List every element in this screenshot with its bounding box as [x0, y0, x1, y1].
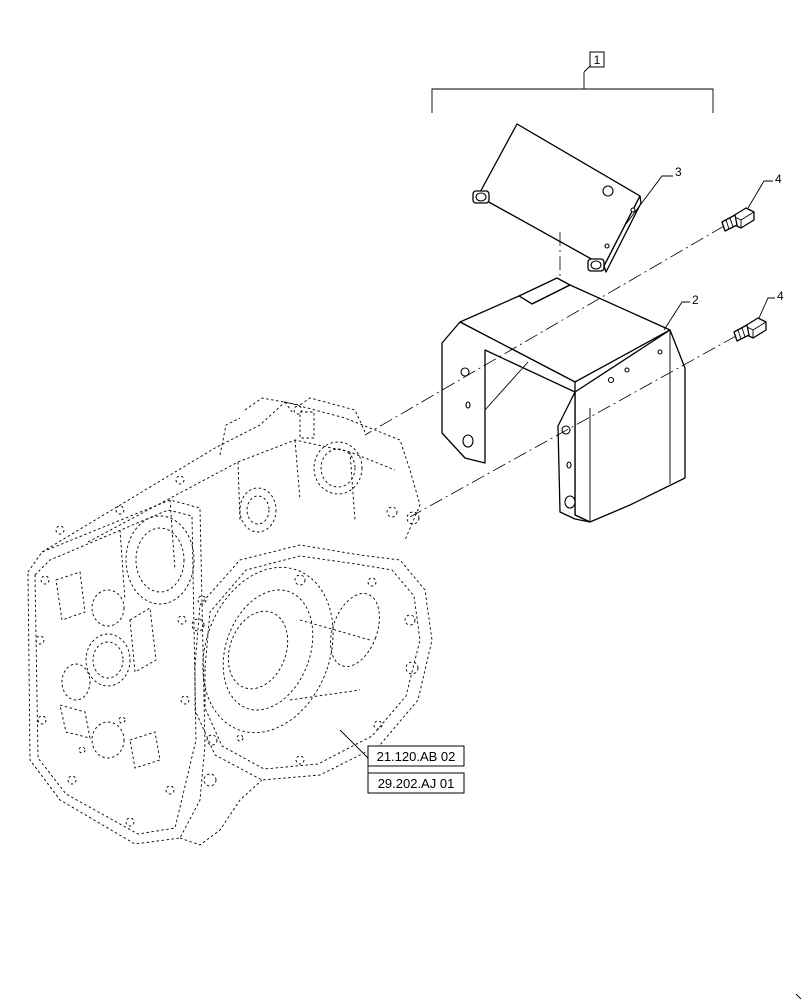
bolt-alignment-lines: [364, 225, 737, 518]
reference-callouts: 21.120.AB 02 29.202.AJ 01: [339, 729, 465, 794]
callout-4-upper: 4: [747, 172, 782, 209]
reference-box-2-label: 29.202.AJ 01: [378, 776, 455, 791]
transmission-housing-reference: [27, 397, 433, 846]
callout-3: 3: [625, 165, 682, 225]
bolt-upper-part: [721, 207, 755, 232]
corner-mark: [795, 993, 802, 1000]
callout-4-lower: 4: [758, 289, 784, 319]
reference-box-2[interactable]: 29.202.AJ 01: [367, 772, 465, 794]
callout-1-label: 1: [594, 53, 601, 67]
reference-box-1-label: 21.120.AB 02: [377, 749, 456, 764]
callout-2: 2: [663, 293, 699, 331]
mounting-bracket-part: [441, 277, 686, 523]
reference-box-1[interactable]: 21.120.AB 02: [367, 745, 465, 767]
callout-4-lower-label: 4: [777, 289, 784, 303]
callout-2-label: 2: [692, 293, 699, 307]
bolt-lower-part: [733, 317, 767, 342]
cover-plate-part: [472, 123, 642, 273]
callout-3-label: 3: [675, 165, 682, 179]
assembly-bracket: 1: [431, 51, 714, 113]
callout-4-upper-label: 4: [775, 172, 782, 186]
